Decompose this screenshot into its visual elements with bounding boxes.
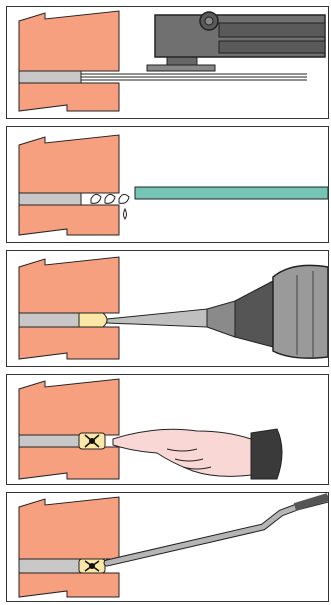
step-panel-press-sealant <box>6 374 329 485</box>
brick-wall <box>18 10 120 112</box>
step-panel-smooth-joint <box>6 492 329 602</box>
clean-joint-illustration <box>18 134 328 236</box>
brick-wall <box>18 256 120 360</box>
brick-wall <box>18 134 120 236</box>
caulking-gun-icon <box>106 264 328 359</box>
cut-joint-illustration <box>18 10 326 112</box>
water-drops-icon <box>90 193 130 220</box>
press-sealant-illustration <box>18 378 283 480</box>
pointing-hand-icon <box>112 428 283 480</box>
water-hose-icon <box>134 186 328 200</box>
smooth-joint-illustration <box>18 493 328 598</box>
sealant-bead <box>78 312 108 328</box>
brick-wall <box>18 496 120 598</box>
step-panel-clean-joint <box>6 126 329 243</box>
sealant-bead <box>78 558 106 574</box>
step-panel-cut-joint <box>6 6 329 119</box>
fill-sealant-illustration <box>18 256 328 360</box>
step-panel-fill-sealant <box>6 250 329 367</box>
sealant-bead <box>78 432 106 450</box>
angle-grinder-icon <box>81 11 326 81</box>
jointing-tool-icon <box>103 493 328 567</box>
brick-wall <box>18 378 120 480</box>
